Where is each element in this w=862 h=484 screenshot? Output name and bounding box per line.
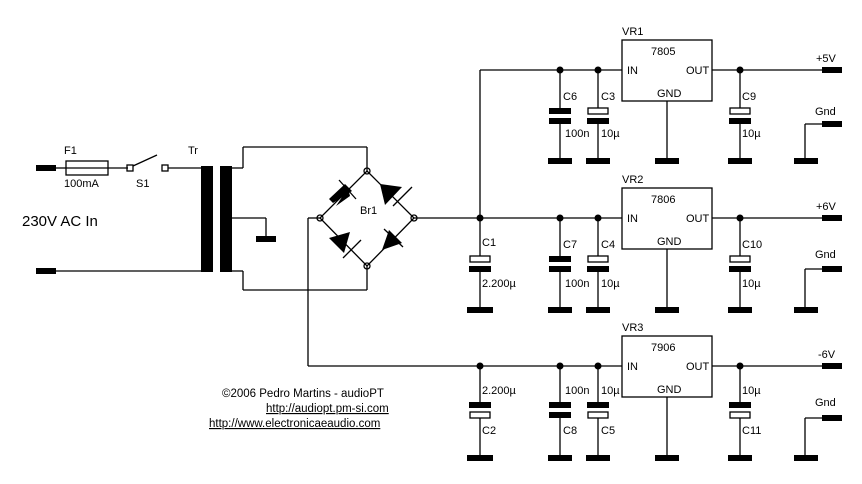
ground-c9 [728, 158, 752, 164]
vr2-out-pin: OUT [686, 213, 710, 225]
fuse-f1: F1 100mA [56, 145, 128, 190]
c3-ref: C3 [601, 91, 615, 103]
c7-ref: C7 [563, 239, 577, 251]
ground-c1 [467, 307, 493, 313]
vr2-gnd-pin: GND [657, 236, 682, 248]
ground-c3 [586, 158, 610, 164]
ac-input-terminal-neutral [36, 268, 56, 274]
c8-ref: C8 [563, 425, 577, 437]
output-terminal-vr2 [822, 215, 842, 221]
c4-ref: C4 [601, 239, 615, 251]
vr2-ref: VR2 [622, 174, 643, 186]
ac-input: 230V AC In [22, 165, 203, 274]
ground-vr3 [655, 455, 679, 461]
fuse-value: 100mA [64, 178, 100, 190]
vr3-in-pin: IN [627, 361, 638, 373]
bridge-rectifier-br1: Br1 [316, 167, 418, 270]
vr1-ref: VR1 [622, 26, 643, 38]
ground-c10 [728, 307, 752, 313]
diode-bottom-right [382, 228, 404, 250]
bridge-ref: Br1 [360, 205, 377, 217]
ground-c5 [586, 455, 610, 461]
ac-input-label: 230V AC In [22, 213, 98, 230]
switch-contact-right [161, 164, 169, 172]
credits: ©2006 Pedro Martins - audioPT http://aud… [209, 388, 389, 430]
ground-c8 [548, 455, 572, 461]
c2-value: 2.200µ [482, 385, 517, 397]
switch-ref: S1 [136, 178, 149, 190]
diode-top-left [329, 179, 357, 206]
vr3-gnd-terminal-label: Gnd [815, 397, 836, 409]
c3-value: 10µ [601, 128, 620, 140]
transformer-secondary-winding [220, 166, 232, 272]
c10-ref: C10 [742, 239, 762, 251]
copyright-text: ©2006 Pedro Martins - audioPT [222, 388, 384, 400]
vr2-in-pin: IN [627, 213, 638, 225]
c6-ref: C6 [563, 91, 577, 103]
ground-c11 [728, 455, 752, 461]
c11-ref: C11 [742, 425, 761, 437]
fuse-ref: F1 [64, 145, 77, 157]
ground-terminal-vr3 [822, 415, 842, 421]
vr3-ref: VR3 [622, 322, 643, 334]
ground-c7 [548, 307, 572, 313]
c5-ref: C5 [601, 425, 615, 437]
c9-ref: C9 [742, 91, 756, 103]
vr1-in-pin: IN [627, 65, 638, 77]
centre-tap-ground [256, 236, 276, 242]
diode-top-right [380, 184, 413, 207]
vr3-out-pin: OUT [686, 361, 710, 373]
ground-terminal-vr1 [822, 121, 842, 127]
c1-value: 2.200µ [482, 278, 517, 290]
c7-value: 100n [565, 278, 589, 290]
diode-bottom-left [329, 232, 362, 259]
c5-value: 10µ [601, 385, 620, 397]
vr2-part: 7806 [651, 194, 675, 206]
capacitor-c2: 2.200µ C2 [467, 366, 517, 461]
vr2-output-label: +6V [816, 201, 837, 213]
vr2-gnd-terminal-label: Gnd [815, 249, 836, 261]
c9-value: 10µ [742, 128, 761, 140]
transformer-ref: Tr [188, 145, 198, 157]
vr3-gnd-pin: GND [657, 384, 682, 396]
switch-lever [132, 154, 158, 167]
c2-ref: C2 [482, 425, 496, 437]
c6-value: 100n [565, 128, 589, 140]
regulator-row-vr2: C7 100n C4 10µ VR2 7806 IN OUT GND C10 1… [548, 174, 842, 313]
transformer-primary-winding [201, 166, 213, 272]
transformer-tr: Tr [188, 145, 276, 290]
regulator-row-vr3: 100n C8 10µ C5 VR3 7906 IN OUT GND 10µ C… [548, 322, 842, 461]
c11-value: 10µ [742, 385, 761, 397]
switch-s1: S1 [126, 154, 203, 190]
c4-value: 10µ [601, 278, 620, 290]
vr1-gnd-terminal-label: Gnd [815, 106, 836, 118]
vr1-gnd-pin: GND [657, 88, 682, 100]
vr1-out-pin: OUT [686, 65, 710, 77]
ground-vr1 [655, 158, 679, 164]
vr1-part: 7805 [651, 46, 675, 58]
output-terminal-vr1 [822, 67, 842, 73]
c8-value: 100n [565, 385, 589, 397]
c1-ref: C1 [482, 237, 496, 249]
c10-value: 10µ [742, 278, 761, 290]
ground-c6 [548, 158, 572, 164]
ground-vr2 [655, 307, 679, 313]
switch-contact-left [126, 164, 134, 172]
ground-c4 [586, 307, 610, 313]
link-audiopt[interactable]: http://audiopt.pm-si.com [266, 403, 389, 415]
capacitor-c1: C1 2.200µ [467, 218, 517, 313]
ground-terminal-vr2 [822, 266, 842, 272]
ac-input-terminal-live [36, 165, 56, 171]
ground-c2 [467, 455, 493, 461]
vr3-output-label: -6V [818, 349, 836, 361]
vr3-part: 7906 [651, 342, 675, 354]
link-electronicaeaudio[interactable]: http://www.electronicaeaudio.com [209, 418, 380, 430]
regulator-row-vr1: C6 100n C3 10µ VR1 7805 IN OUT GND C9 10… [548, 26, 842, 164]
output-terminal-vr3 [822, 363, 842, 369]
vr1-output-label: +5V [816, 53, 837, 65]
